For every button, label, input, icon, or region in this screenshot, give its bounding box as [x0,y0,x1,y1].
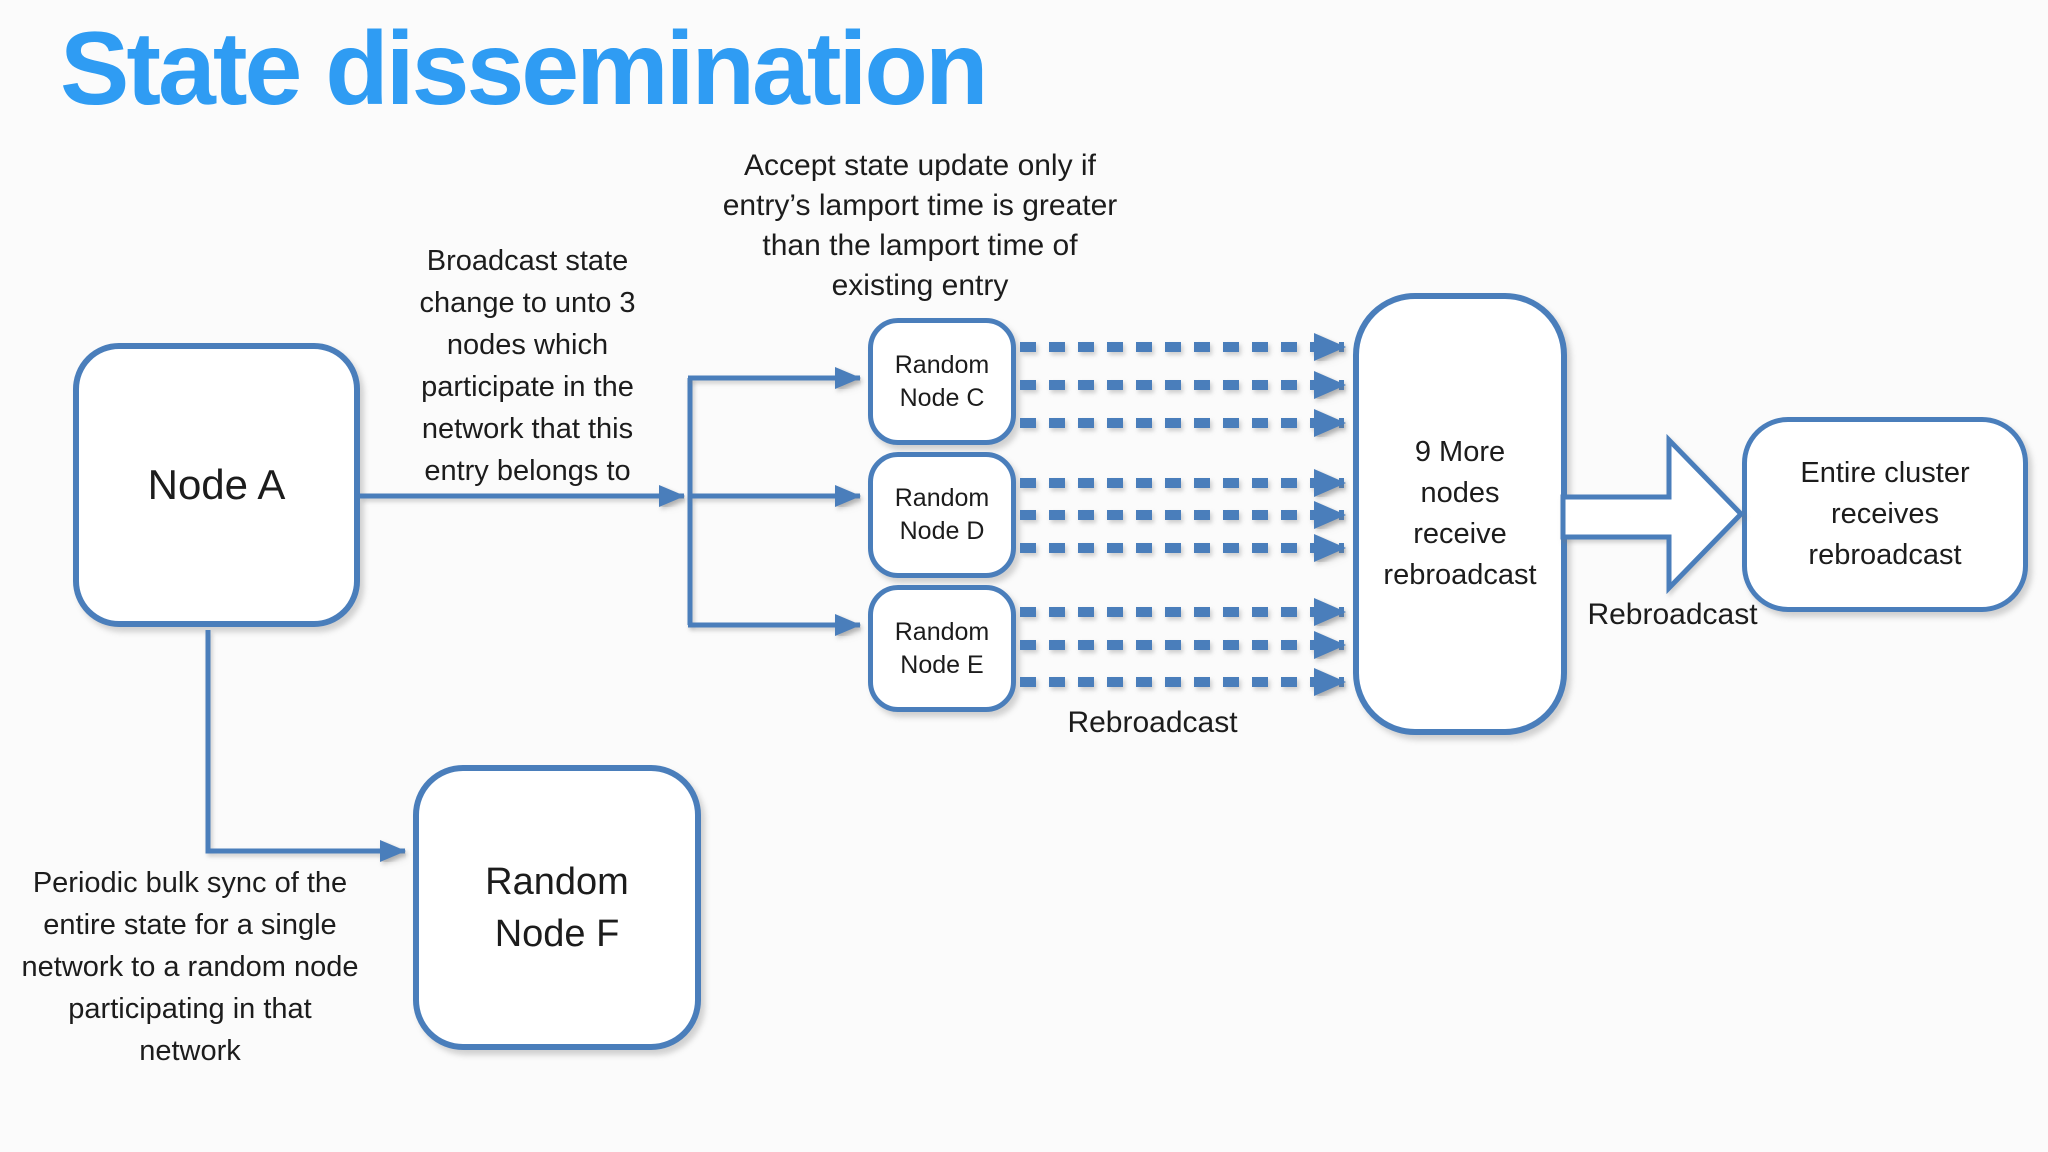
random-node-c-box: Random Node C [868,318,1016,445]
arrow-node-a-to-node-f [205,630,406,862]
annotation-line: participate in the [421,371,634,403]
node-label-line: 9 More [1414,436,1506,468]
node-label: Node A [147,461,286,508]
node-label-line: nodes [1420,477,1500,509]
annotation-line: network that this [421,413,634,445]
dashed-rebroadcast-arrows-node-e [1020,598,1346,696]
node-label-line: receive [1413,518,1507,550]
annotation-line: Periodic bulk sync of the [32,867,348,899]
annotation-line: Broadcast state [426,245,629,277]
node-label-line: Random [894,350,990,379]
node-label-line: rebroadcast [1808,539,1962,571]
node-label-line: Random [485,860,629,903]
annotation-line: entire state for a single [43,909,337,941]
rebroadcast-label-dashed: Rebroadcast [1067,706,1238,739]
node-a-box: Node A [73,343,360,627]
node-label-line: Node D [899,517,985,545]
annotation-line: nodes which [446,329,609,361]
annotation-line: change to unto 3 [419,287,636,319]
block-arrow-rebroadcast [1560,433,1745,595]
node-label-line: Node E [900,650,984,679]
annotation-line: entry belongs to [424,455,631,487]
dashed-rebroadcast-arrows-node-c [1020,333,1346,437]
node-label-line: receives [1831,498,1939,530]
node-label-line: Entire cluster [1800,457,1970,489]
periodic-sync-annotation: Periodic bulk sync of the entire state f… [8,862,372,1072]
annotation-line: than the lamport time of [762,229,1078,262]
node-label-line: Random [894,484,990,512]
rebroadcast-label-arrow: Rebroadcast [1587,598,1758,631]
broadcast-annotation: Broadcast state change to unto 3 nodes w… [385,240,670,492]
node-label-line: Node F [494,912,620,955]
annotation-line: network to a random node [21,951,359,983]
annotation-line: existing entry [831,269,1009,302]
nine-more-nodes-box: 9 More nodes receive rebroadcast [1353,293,1567,735]
random-node-d-box: Random Node D [868,452,1016,578]
accept-annotation: Accept state update only if entry’s lamp… [650,146,1190,306]
node-label-line: rebroadcast [1383,559,1537,591]
random-node-e-box: Random Node E [868,585,1016,712]
slide-title: State dissemination [60,11,988,127]
dashed-rebroadcast-arrows-node-d [1020,469,1346,562]
node-label-line: Node C [899,383,985,412]
entire-cluster-box: Entire cluster receives rebroadcast [1742,417,2028,612]
annotation-line: entry’s lamport time is greater [722,189,1118,222]
node-label-line: Random [894,617,990,646]
annotation-line: Accept state update only if [744,149,1096,182]
random-node-f-box: Random Node F [413,765,701,1050]
annotation-line: participating in that [68,993,312,1025]
annotation-line: network [139,1035,241,1067]
